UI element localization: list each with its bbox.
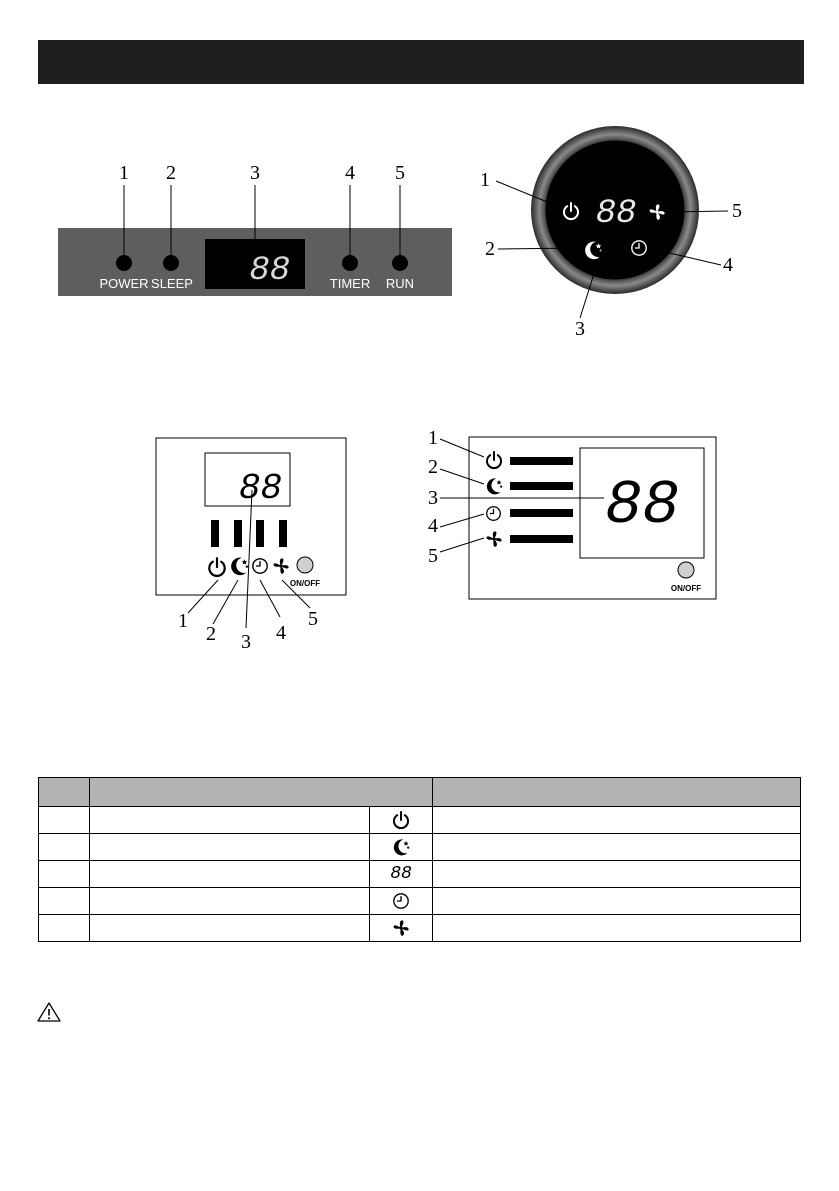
callout-2: 2 — [206, 623, 216, 645]
timer-label: TIMER — [330, 276, 370, 291]
table-header-row — [38, 777, 801, 807]
callout-4: 4 — [345, 162, 355, 184]
onoff-label: ON/OFF — [290, 579, 320, 588]
power-icon — [391, 810, 411, 830]
panel-c-display: 88 — [239, 468, 282, 509]
callout-4: 4 — [723, 254, 733, 276]
sleep-label: SLEEP — [151, 276, 193, 291]
onoff-button[interactable] — [296, 556, 314, 574]
onoff-label: ON/OFF — [671, 584, 701, 593]
callout-5: 5 — [428, 545, 438, 567]
callout-1: 1 — [480, 169, 490, 191]
panel-a-diagram: 88 1 2 3 4 5 POWER SLEEP TIMER RUN — [58, 162, 452, 296]
warning-icon — [37, 1002, 61, 1022]
callout-2: 2 — [166, 162, 176, 184]
callout-5: 5 — [732, 200, 742, 222]
panel-c-diagram: 88 ON/OFF 1 2 3 4 5 — [155, 437, 347, 653]
power-label: POWER — [99, 276, 148, 291]
callout-3: 3 — [575, 318, 585, 340]
table-row — [38, 833, 801, 861]
timer-button[interactable] — [342, 255, 358, 271]
run-label: RUN — [386, 276, 414, 291]
section-header-bar — [38, 40, 804, 84]
panel-d-diagram: 88 ON/OFF 1 2 3 4 5 — [428, 427, 717, 600]
callout-4: 4 — [276, 622, 286, 644]
power-button[interactable] — [116, 255, 132, 271]
panel-b-diagram: 88 1 2 3 4 5 — [480, 126, 742, 340]
callout-3: 3 — [428, 487, 438, 509]
callout-3: 3 — [250, 162, 260, 184]
callout-1: 1 — [428, 427, 438, 449]
callout-1: 1 — [119, 162, 129, 184]
sleep-button[interactable] — [163, 255, 179, 271]
run-button[interactable] — [392, 255, 408, 271]
panel-d-display: 88 — [605, 470, 679, 541]
table-row: 88 — [38, 860, 801, 888]
table-header-cell — [89, 777, 433, 807]
sleep-icon — [391, 837, 411, 857]
table-header-cell — [38, 777, 90, 807]
callout-5: 5 — [308, 608, 318, 630]
timer-icon — [392, 892, 410, 910]
callout-5: 5 — [395, 162, 405, 184]
table-row — [38, 914, 801, 942]
table-row — [38, 806, 801, 834]
table-header-cell — [432, 777, 801, 807]
function-table: 88 — [38, 777, 801, 942]
callout-3: 3 — [241, 631, 251, 653]
onoff-button[interactable] — [677, 561, 695, 579]
callout-1: 1 — [178, 610, 188, 632]
callout-2: 2 — [485, 238, 495, 260]
panel-b-display: 88 — [596, 195, 637, 233]
panel-a-display: 88 — [249, 252, 290, 290]
display-88-icon: 88 — [390, 864, 412, 884]
table-row — [38, 887, 801, 915]
callout-4: 4 — [428, 515, 438, 537]
fan-icon — [391, 918, 411, 938]
callout-2: 2 — [428, 456, 438, 478]
